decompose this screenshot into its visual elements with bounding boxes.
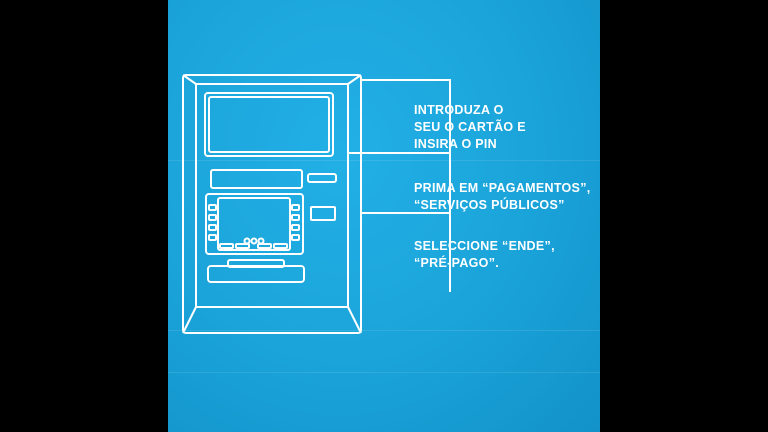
atm-inner-body [195, 83, 349, 308]
keypad-housing [205, 193, 304, 255]
cash-dispenser-slot [227, 259, 285, 268]
step-3-text: SELECCIONE “ENDE”, “PRÉ-PAGO”. [414, 239, 555, 270]
bottom-button [273, 243, 288, 249]
bottom-button [235, 243, 250, 249]
receipt-slot [310, 206, 336, 221]
step-1-text: INTRODUZA O SEU O CARTÃO E INSIRA O PIN [414, 103, 526, 151]
atm-display-inner [208, 96, 330, 153]
keypad-dot [257, 237, 265, 245]
connector-lines [348, 79, 451, 292]
fabric-wrinkle [168, 372, 600, 373]
bottom-button [257, 243, 272, 249]
side-button [291, 224, 300, 231]
cash-dispenser-outer [207, 265, 305, 283]
keypad-screen [217, 197, 291, 251]
side-button [291, 204, 300, 211]
atm-outer-frame [182, 74, 362, 334]
side-button [208, 224, 217, 231]
keypad-dot [243, 237, 251, 245]
keypad-dot [250, 237, 258, 245]
side-button [291, 214, 300, 221]
instruction-panel: INTRODUZA O SEU O CARTÃO E INSIRA O PIN … [168, 0, 600, 432]
side-button [291, 234, 300, 241]
bottom-button [219, 243, 234, 249]
card-slot-small [307, 173, 337, 183]
card-reader-slot [210, 169, 303, 189]
fabric-wrinkle [168, 330, 600, 331]
atm-illustration [182, 74, 451, 334]
step-2-text: PRIMA EM “PAGAMENTOS”, “SERVIÇOS PÚBLICO… [414, 181, 591, 212]
side-button [208, 214, 217, 221]
side-button [208, 234, 217, 241]
connector-main [361, 79, 451, 292]
side-button [208, 204, 217, 211]
fabric-wrinkle [168, 160, 600, 161]
atm-display-outer [204, 92, 334, 157]
